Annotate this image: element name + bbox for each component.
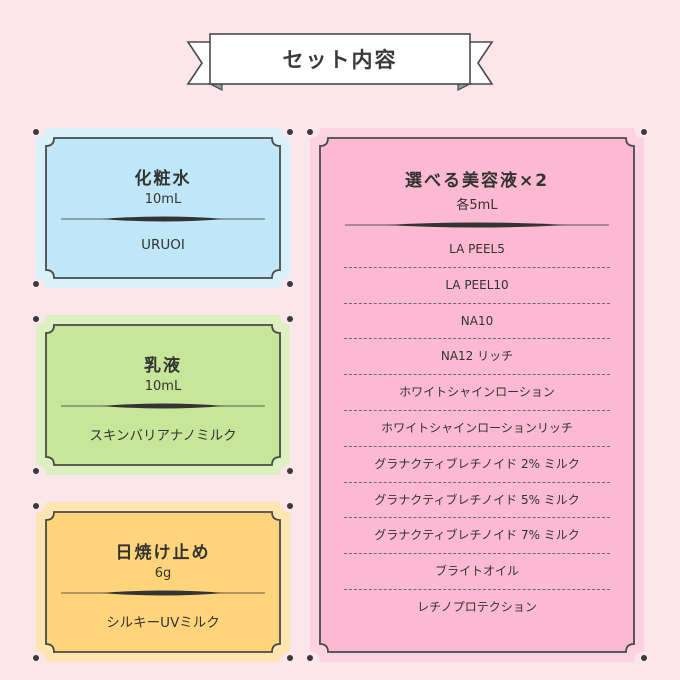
milk-item: スキンバリアナノミルク [89, 428, 237, 444]
sunscreen-title: 日焼け止め [115, 543, 211, 563]
serum-card: 選べる美容液×2 各5mL [307, 128, 647, 662]
corner-dot [33, 316, 39, 322]
corner-dot [287, 129, 293, 135]
divider-flourish [61, 590, 265, 596]
corner-dot [33, 503, 39, 509]
title-ribbon: セット内容 [182, 30, 498, 94]
corner-dot [307, 129, 313, 135]
corner-dot [287, 655, 293, 661]
page-title: セット内容 [282, 48, 398, 72]
corner-dot [307, 655, 313, 661]
lotion-volume: 10mL [144, 192, 182, 207]
corner-dot [287, 468, 293, 474]
corner-dot [33, 468, 39, 474]
corner-dot [33, 655, 39, 661]
serum-volume: 各5mL [456, 198, 498, 213]
list-item: レチノプロテクション [417, 599, 537, 614]
corner-dot [287, 316, 293, 322]
list-item: グラナクティブレチノイド 2% ミルク [344, 447, 610, 483]
milk-volume: 10mL [144, 379, 182, 394]
milk-title: 乳液 [144, 356, 182, 376]
serum-title: 選べる美容液×2 [404, 171, 550, 191]
milk-card: 乳液 10mL スキンバリアナノミルク [33, 315, 293, 475]
list-item: グラナクティブレチノイド 5% ミルク [344, 483, 610, 519]
corner-dot [287, 503, 293, 509]
list-item: LA PEEL10 [344, 268, 610, 304]
list-item: NA10 [344, 304, 610, 340]
sunscreen-card: 日焼け止め 6g シルキーUVミルク [33, 502, 293, 662]
divider-flourish [61, 216, 265, 222]
corner-dot [287, 281, 293, 287]
sunscreen-volume: 6g [154, 566, 172, 581]
sunscreen-item: シルキーUVミルク [106, 615, 220, 631]
serum-option-list: LA PEEL5 LA PEEL10 NA10 NA12 リッチ ホワイトシャイ… [344, 232, 610, 626]
list-item: LA PEEL5 [344, 232, 610, 268]
divider-flourish [345, 222, 609, 228]
list-item: ホワイトシャインローションリッチ [344, 411, 610, 447]
list-item: ブライトオイル [344, 554, 610, 590]
corner-dot [33, 129, 39, 135]
divider-flourish [61, 403, 265, 409]
corner-dot [641, 129, 647, 135]
lotion-item: URUOI [141, 237, 185, 253]
list-item: ホワイトシャインローション [344, 375, 610, 411]
lotion-card: 化粧水 10mL URUOI [33, 128, 293, 288]
lotion-title: 化粧水 [134, 169, 192, 189]
corner-dot [641, 655, 647, 661]
list-item: NA12 リッチ [344, 339, 610, 376]
list-item: グラナクティブレチノイド 7% ミルク [344, 518, 610, 555]
corner-dot [33, 281, 39, 287]
